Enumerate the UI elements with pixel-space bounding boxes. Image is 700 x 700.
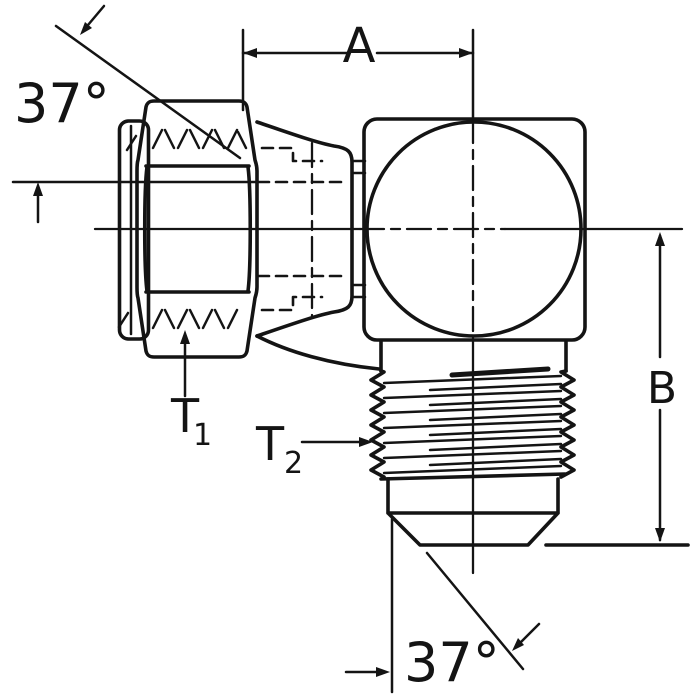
flare-angle-line-bottom <box>425 551 525 671</box>
dim-b-arrow-top <box>655 232 665 246</box>
thread-crest-right <box>559 369 576 479</box>
t2-callout: T 2 <box>255 417 373 481</box>
female-swivel-nut <box>117 99 259 359</box>
sleeve-skirt-fillet <box>255 334 381 371</box>
dim-a-arrow-left <box>243 48 257 58</box>
dimension-a: A <box>241 18 475 121</box>
flare-angle-line-top <box>54 24 242 160</box>
t2-label-subscript: 2 <box>284 446 303 481</box>
thread-helix-lines <box>382 374 563 475</box>
dim-a-extension-lines <box>241 28 475 121</box>
stud-tip-outline <box>386 477 560 547</box>
nut-back-flange <box>117 119 151 341</box>
dimension-b: B <box>544 232 690 547</box>
t1-callout: T 1 <box>170 330 212 453</box>
hex-face-edges <box>142 165 253 293</box>
sleeve-outline <box>255 120 354 338</box>
t2-arrow-head <box>359 437 373 447</box>
top-facet-hatching <box>125 128 248 152</box>
top-angle-callout: 37° <box>14 4 242 160</box>
top-angle-arrow-stem <box>86 4 106 27</box>
t1-arrow-head <box>180 330 190 344</box>
top-angle-arrow-head <box>80 22 92 35</box>
dim-a-arrow-right <box>459 48 473 58</box>
upper-left-reference <box>11 180 259 224</box>
ref-arrow-head <box>33 182 43 196</box>
hidden-thread-lines <box>256 146 350 312</box>
t2-label: T <box>255 417 285 471</box>
bottom-ref-arrow-head <box>376 667 390 677</box>
dim-b-arrow-bottom <box>655 528 665 542</box>
bottom-angle-arrow-head <box>512 638 524 651</box>
top-angle-label: 37° <box>14 72 110 135</box>
stud-neck <box>379 339 568 373</box>
elbow-body <box>362 117 587 342</box>
bottom-facet-hatching <box>117 308 239 330</box>
hex-facet-lines <box>144 164 251 294</box>
bottom-angle-arrow-stem <box>519 622 541 644</box>
thread-runout-line <box>379 472 567 481</box>
dim-b-label: B <box>647 363 677 414</box>
male-threaded-stud <box>369 339 576 547</box>
t1-label: T <box>170 389 200 443</box>
dim-a-label: A <box>343 18 376 74</box>
thread-crest-left <box>369 369 386 479</box>
sleeve-body-tabs <box>350 159 367 299</box>
swivel-sleeve <box>255 120 381 371</box>
thread-start-line <box>449 366 551 378</box>
t1-label-subscript: 1 <box>193 418 212 453</box>
bottom-angle-callout: 37° <box>344 517 541 694</box>
body-square <box>362 117 587 342</box>
body-port-circle <box>365 120 583 338</box>
hex-nut-outline <box>135 99 259 359</box>
bottom-angle-label: 37° <box>404 631 500 694</box>
